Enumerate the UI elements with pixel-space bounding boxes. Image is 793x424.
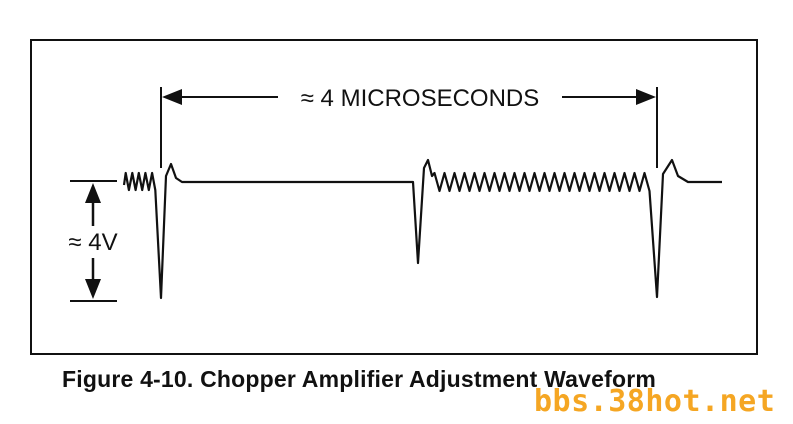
time-arrow-left-head bbox=[162, 89, 182, 105]
amplitude-arrow-down-head bbox=[85, 279, 101, 299]
time-arrow-right-head bbox=[636, 89, 656, 105]
figure-caption: Figure 4-10. Chopper Amplifier Adjustmen… bbox=[62, 366, 657, 392]
diagram-frame bbox=[30, 39, 758, 355]
chopper-waveform-trace bbox=[122, 158, 722, 300]
amplitude-label: ≈ 4V bbox=[68, 229, 117, 256]
watermark-text: bbs.38hot.net bbox=[534, 384, 776, 419]
amplitude-arrow-up-head bbox=[85, 183, 101, 203]
time-span-label: ≈ 4 MICROSECONDS bbox=[301, 85, 540, 112]
